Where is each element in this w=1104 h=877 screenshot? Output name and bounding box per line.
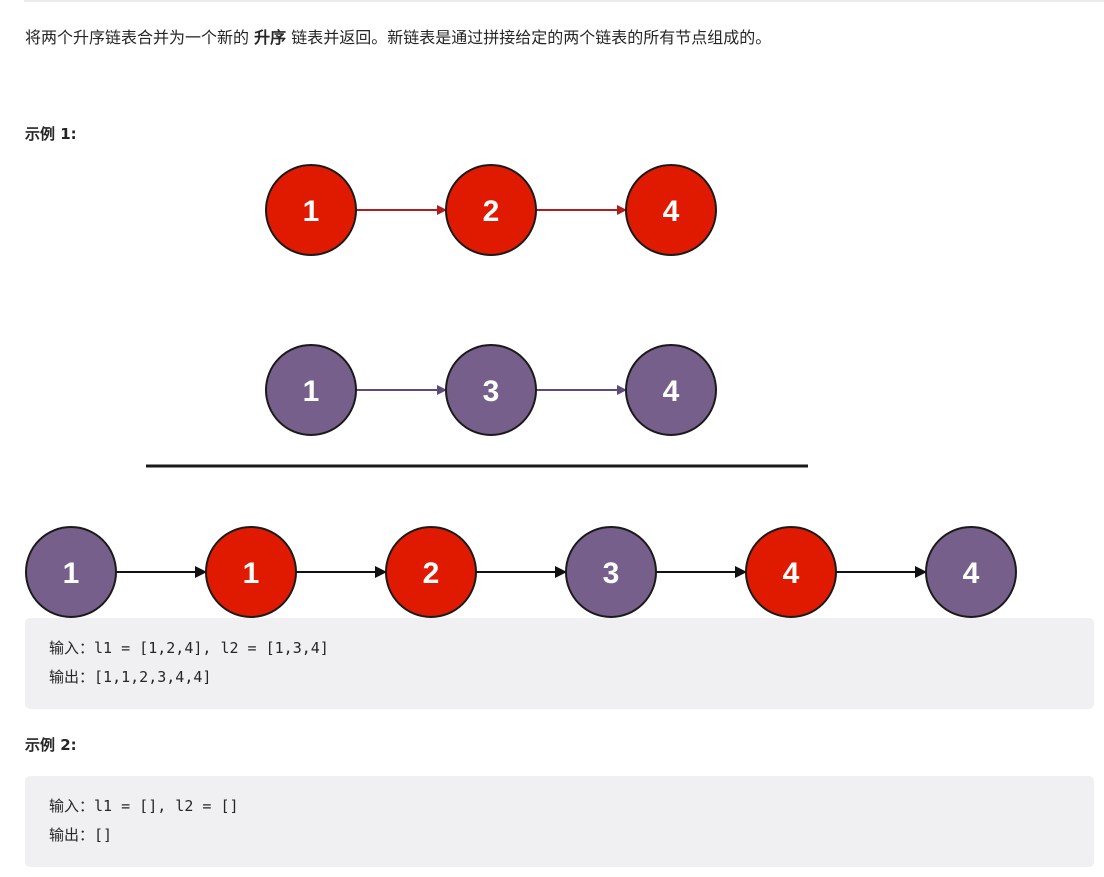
input-value: l1 = [1,2,4], l2 = [1,3,4] xyxy=(94,639,329,657)
merged-node-value: 2 xyxy=(423,557,440,590)
merged-node: 1 xyxy=(205,526,297,618)
output-value: [] xyxy=(94,826,113,844)
example-1-code-block: 输入：l1 = [1,2,4], l2 = [1,3,4] 输出：[1,1,2,… xyxy=(25,618,1094,709)
top-divider xyxy=(24,0,1104,2)
example-2-title: 示例 2: xyxy=(25,736,77,754)
merged-node: 2 xyxy=(385,526,477,618)
list-2-node: 1 xyxy=(265,344,357,436)
description-bold-ascending: 升序 xyxy=(254,28,287,47)
example-2-output-line: 输出：[] xyxy=(49,821,1070,850)
list-2: 1 3 4 xyxy=(265,344,717,436)
list-1-node: 1 xyxy=(265,164,357,256)
list-2-node: 3 xyxy=(445,344,537,436)
example-1-title: 示例 1: xyxy=(25,125,77,143)
merged-node-value: 3 xyxy=(603,557,620,590)
list-1: 1 2 4 xyxy=(265,164,717,256)
merged-node-value: 1 xyxy=(243,557,260,590)
list-1-node-value: 4 xyxy=(663,195,680,228)
problem-description: 将两个升序链表合并为一个新的 升序 链表并返回。新链表是通过拼接给定的两个链表的… xyxy=(25,26,771,50)
merged-list: 1 1 2 3 4 4 xyxy=(25,526,1017,618)
list-2-node-value: 4 xyxy=(663,375,680,408)
description-text-2: 链表并返回。新链表是通过拼接给定的两个链表的所有节点组成的。 xyxy=(286,28,772,47)
merged-node: 4 xyxy=(745,526,837,618)
list-1-node-value: 2 xyxy=(483,195,500,228)
example-1-output-line: 输出：[1,1,2,3,4,4] xyxy=(49,663,1070,692)
example-2-code-block: 输入：l1 = [], l2 = [] 输出：[] xyxy=(25,776,1094,867)
list-2-node-value: 1 xyxy=(303,375,320,408)
output-label: 输出： xyxy=(49,826,95,844)
merged-node: 3 xyxy=(565,526,657,618)
input-value: l1 = [], l2 = [] xyxy=(94,797,239,815)
list-2-node-value: 3 xyxy=(483,375,500,408)
list-1-node: 4 xyxy=(625,164,717,256)
output-value: [1,1,2,3,4,4] xyxy=(94,668,212,686)
merged-node-value: 4 xyxy=(783,557,800,590)
list-2-node: 4 xyxy=(625,344,717,436)
merge-diagram: 1 2 4 1 3 4 xyxy=(25,164,1017,618)
merged-node: 4 xyxy=(925,526,1017,618)
input-label: 输入： xyxy=(49,639,95,657)
merged-node-value: 1 xyxy=(63,557,80,590)
example-1-input-line: 输入：l1 = [1,2,4], l2 = [1,3,4] xyxy=(49,634,1070,663)
list-1-node-value: 1 xyxy=(303,195,320,228)
example-2-input-line: 输入：l1 = [], l2 = [] xyxy=(49,792,1070,821)
merged-node-value: 4 xyxy=(963,557,980,590)
description-text-1: 将两个升序链表合并为一个新的 xyxy=(25,28,255,47)
output-label: 输出： xyxy=(49,668,95,686)
list-1-node: 2 xyxy=(445,164,537,256)
input-label: 输入： xyxy=(49,797,95,815)
merged-node: 1 xyxy=(25,526,117,618)
